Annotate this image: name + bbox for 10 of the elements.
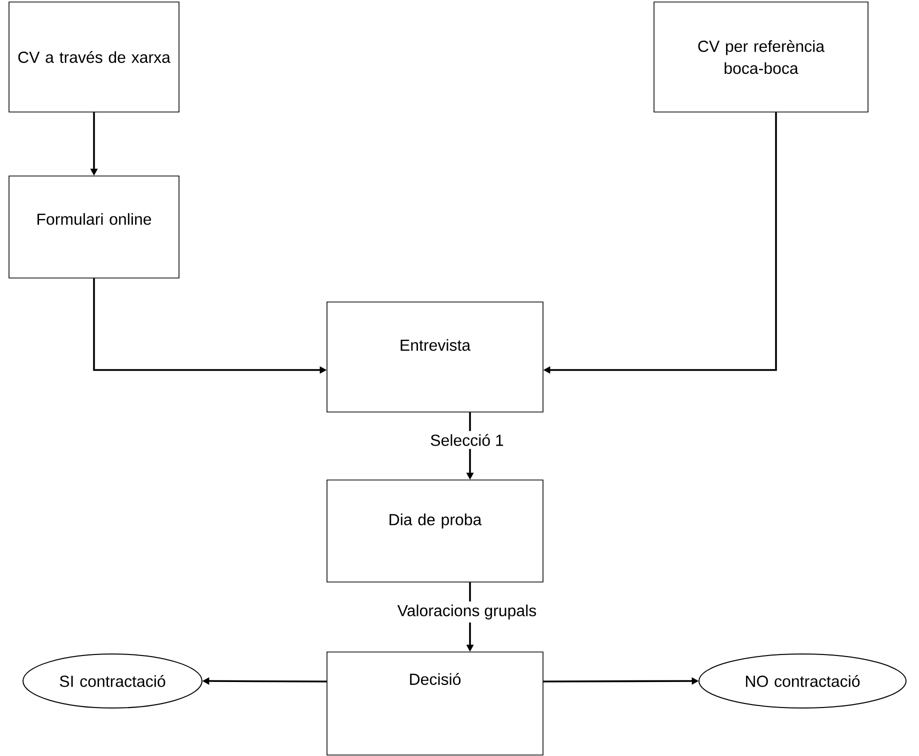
process-box: Decisió [326,652,544,756]
process-box: CV a través de xarxa [8,2,180,112]
process-box: Formulari online [8,176,180,278]
ellipse-node: NO contractació [698,654,906,708]
process-box: Entrevista [326,302,544,412]
edge-label: Selecció 1 [427,431,507,449]
process-box: Dia de proba [326,480,544,582]
process-box: CV per referència boca-boca [654,2,868,112]
ellipse-node: SI contractació [22,654,202,708]
edge-label: Valoracions grupals [394,602,540,622]
